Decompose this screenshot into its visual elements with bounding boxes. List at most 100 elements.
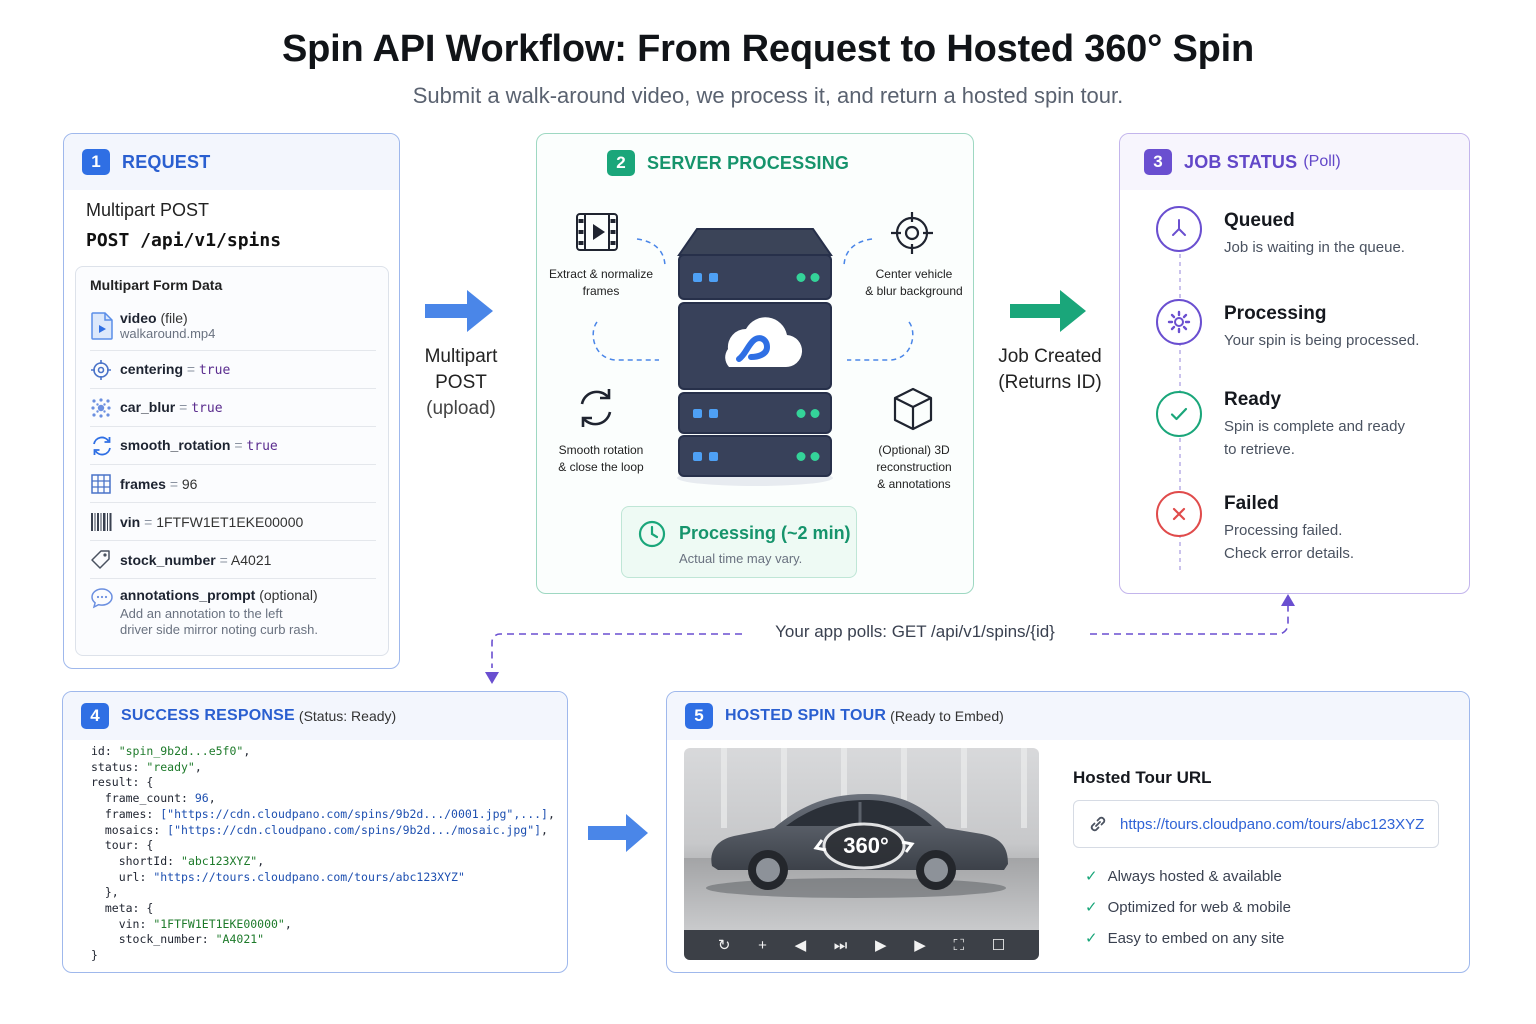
form-field-smooth-rotation: smooth_rotation = true — [90, 427, 376, 465]
field-key: car_blur — [120, 399, 176, 415]
step-text: & annotations — [877, 477, 951, 491]
form-field-vin: vin = 1FTFW1ET1EKE00000 — [90, 503, 376, 541]
form-data-box: Multipart Form Data video (file) walkaro… — [75, 266, 389, 656]
flow-label-line: POST — [435, 372, 487, 393]
form-field-centering: centering = true — [90, 351, 376, 389]
form-field-annotations-prompt: annotations_prompt (optional) Add an ann… — [90, 579, 376, 647]
status-desc-line: to retrieve. — [1224, 441, 1295, 458]
request-endpoint: POST /api/v1/spins — [86, 230, 282, 251]
form-field-car-blur: car_blur = true — [90, 389, 376, 427]
status-ready-desc: Spin is complete and ready to retrieve. — [1224, 415, 1454, 461]
field-value: 1FTFW1ET1EKE00000 — [156, 513, 304, 530]
hosted-url-field[interactable]: https://tours.cloudpano.com/tours/abc123… — [1073, 800, 1439, 848]
flow-label-job-created: Job Created (Returns ID) — [992, 344, 1108, 396]
feature-text: Easy to embed on any site — [1107, 929, 1285, 947]
feature-text: Optimized for web & mobile — [1107, 898, 1291, 916]
zoom-in-icon[interactable]: + — [758, 936, 767, 954]
fullscreen-icon[interactable]: ⛶ — [953, 936, 964, 954]
step-text: reconstruction — [876, 460, 952, 474]
field-value: 96 — [181, 475, 198, 492]
field-eq: = — [179, 399, 188, 415]
status-desc-line: Processing failed. — [1224, 522, 1343, 539]
field-key: centering — [120, 361, 184, 377]
field-value: true — [191, 401, 223, 416]
barcode-icon — [90, 512, 120, 532]
status-processing-title: Processing — [1224, 303, 1327, 324]
expand-icon[interactable]: ☐ — [991, 937, 1006, 954]
spin-360-badge: 360° — [843, 833, 889, 858]
step-number: 1 — [82, 149, 110, 175]
feature-item: ✓Easy to embed on any site — [1085, 929, 1285, 948]
status-processing-icon — [1156, 299, 1202, 345]
rotate-icon — [90, 435, 120, 457]
request-card: 1 REQUEST Multipart POST POST /api/v1/sp… — [63, 133, 400, 669]
processing-title: SERVER PROCESSING — [647, 152, 850, 173]
field-key: stock_number — [120, 551, 216, 568]
code-status: "ready" — [146, 759, 195, 774]
flow-label-upload: Multipart POST (upload) — [404, 344, 518, 422]
response-json-code: id: "spin_9b2d...e5f0",status: "ready",r… — [91, 744, 555, 963]
field-key: video — [120, 310, 157, 326]
step-text: frames — [582, 284, 620, 298]
skip-icon[interactable]: ⏭ — [833, 936, 848, 954]
step-text: & blur background — [865, 284, 963, 298]
field-suffix: (optional) — [259, 587, 318, 603]
code-id: "spin_9b2d...e5f0" — [118, 744, 244, 758]
status-failed-icon — [1156, 491, 1202, 537]
job-status-title-suffix: (Poll) — [1303, 153, 1341, 170]
rotate-right-icon[interactable]: ▶ — [914, 937, 926, 954]
step-number: 5 — [685, 703, 713, 729]
form-data-title: Multipart Form Data — [90, 277, 223, 293]
processing-card: 2 SERVER PROCESSING Extract & normalize … — [536, 133, 974, 594]
dashed-connectors — [592, 238, 914, 361]
spin-viewer[interactable]: 360° ↻ + ◀ ⏭ ▶ ▶ ⛶ ☐ — [684, 748, 1039, 960]
poll-connector — [485, 594, 1295, 684]
chat-icon — [90, 587, 120, 609]
request-method-label: Multipart POST — [86, 200, 210, 220]
tag-icon — [90, 549, 120, 571]
reset-icon[interactable]: ↻ — [717, 937, 731, 954]
status-processing-desc: Your spin is being processed. — [1224, 332, 1420, 349]
server-icon — [677, 228, 833, 486]
code-stock-number: "A4021" — [215, 932, 265, 947]
check-icon: ✓ — [1085, 868, 1098, 885]
status-failed-desc: Processing failed. Check error details. — [1224, 519, 1454, 565]
check-icon: ✓ — [1085, 899, 1098, 916]
rotate-icon — [580, 389, 612, 427]
field-value: walkaround.mp4 — [120, 326, 216, 341]
field-key: annotations_prompt — [120, 587, 256, 603]
field-value: A4021 — [230, 551, 272, 568]
field-suffix: (file) — [160, 310, 188, 326]
job-status-card: 3 JOB STATUS (Poll) Queued Job is waitin… — [1119, 133, 1470, 594]
field-eq: = — [219, 551, 228, 568]
step-text: Smooth rotation — [558, 443, 644, 457]
code-url: "https://tours.cloudpano.com/tours/abc12… — [153, 869, 465, 884]
code-vin: "1FTFW1ET1EKE00000" — [153, 916, 285, 931]
feature-text: Always hosted & available — [1107, 867, 1282, 885]
feature-item: ✓ Optimized for web & mobile — [1085, 898, 1291, 917]
status-queued-title: Queued — [1224, 210, 1295, 231]
hosted-url-link[interactable]: https://tours.cloudpano.com/tours/abc123… — [1120, 815, 1425, 833]
field-value-line2: driver side mirror noting curb rash. — [120, 622, 318, 637]
step-3d-reconstruction: (Optional) 3D reconstruction & annotatio… — [855, 442, 973, 493]
code-frames: ["https://cdn.cloudpano.com/spins/9b2d..… — [160, 806, 548, 821]
field-eq: = — [234, 437, 243, 453]
clock-icon — [638, 520, 666, 548]
field-eq: = — [169, 475, 178, 492]
processing-time-box: Processing (~2 min) Actual time may vary… — [621, 506, 857, 578]
request-title: REQUEST — [122, 151, 211, 172]
step-text: Center vehicle — [875, 267, 953, 281]
field-key: vin — [120, 513, 141, 530]
step-smooth-rotation: Smooth rotation & close the loop — [541, 442, 661, 476]
success-card-header: 4 SUCCESS RESPONSE (Status: Ready) — [63, 692, 567, 740]
step-center-vehicle: Center vehicle & blur background — [855, 266, 973, 300]
status-desc-line: Check error details. — [1224, 545, 1355, 562]
status-desc-line: Spin is complete and ready — [1224, 418, 1405, 435]
success-response-card: 4 SUCCESS RESPONSE (Status: Ready) id: "… — [62, 691, 568, 973]
play-icon[interactable]: ▶ — [875, 937, 887, 954]
step-text: & close the loop — [558, 460, 644, 474]
flow-label-line: (Returns ID) — [998, 372, 1102, 393]
flow-label-line: (upload) — [426, 398, 496, 419]
field-eq: = — [144, 513, 153, 530]
rotate-left-icon[interactable]: ◀ — [794, 937, 807, 954]
